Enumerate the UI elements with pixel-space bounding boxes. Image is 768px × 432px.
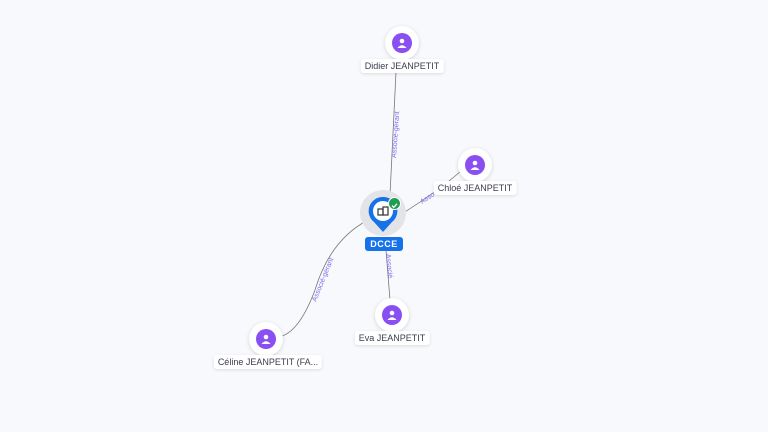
edge-celine bbox=[281, 219, 369, 337]
person-label[interactable]: Céline JEANPETIT (FA... bbox=[213, 355, 323, 369]
person-node-celine[interactable] bbox=[249, 322, 283, 356]
person-label[interactable]: Eva JEANPETIT bbox=[354, 331, 430, 345]
edge-eva bbox=[385, 249, 391, 301]
edge-label-didier: Associé-gérant bbox=[391, 111, 401, 158]
building-icon bbox=[377, 206, 389, 216]
company-label[interactable]: DCCE bbox=[365, 237, 403, 251]
person-node-didier[interactable] bbox=[385, 26, 419, 60]
person-node-eva[interactable] bbox=[375, 298, 409, 332]
edge-label-celine: Associé-gérant bbox=[311, 257, 335, 303]
edge-label-eva: Associé bbox=[384, 253, 394, 278]
person-label[interactable]: Chloé JEANPETIT bbox=[433, 181, 517, 195]
person-icon bbox=[382, 305, 402, 325]
verified-check-icon bbox=[388, 197, 401, 210]
person-icon bbox=[465, 155, 485, 175]
person-label[interactable]: Didier JEANPETIT bbox=[360, 59, 444, 73]
person-icon bbox=[256, 329, 276, 349]
person-icon bbox=[392, 33, 412, 53]
person-node-chloe[interactable] bbox=[458, 148, 492, 182]
edge-didier bbox=[389, 71, 397, 196]
